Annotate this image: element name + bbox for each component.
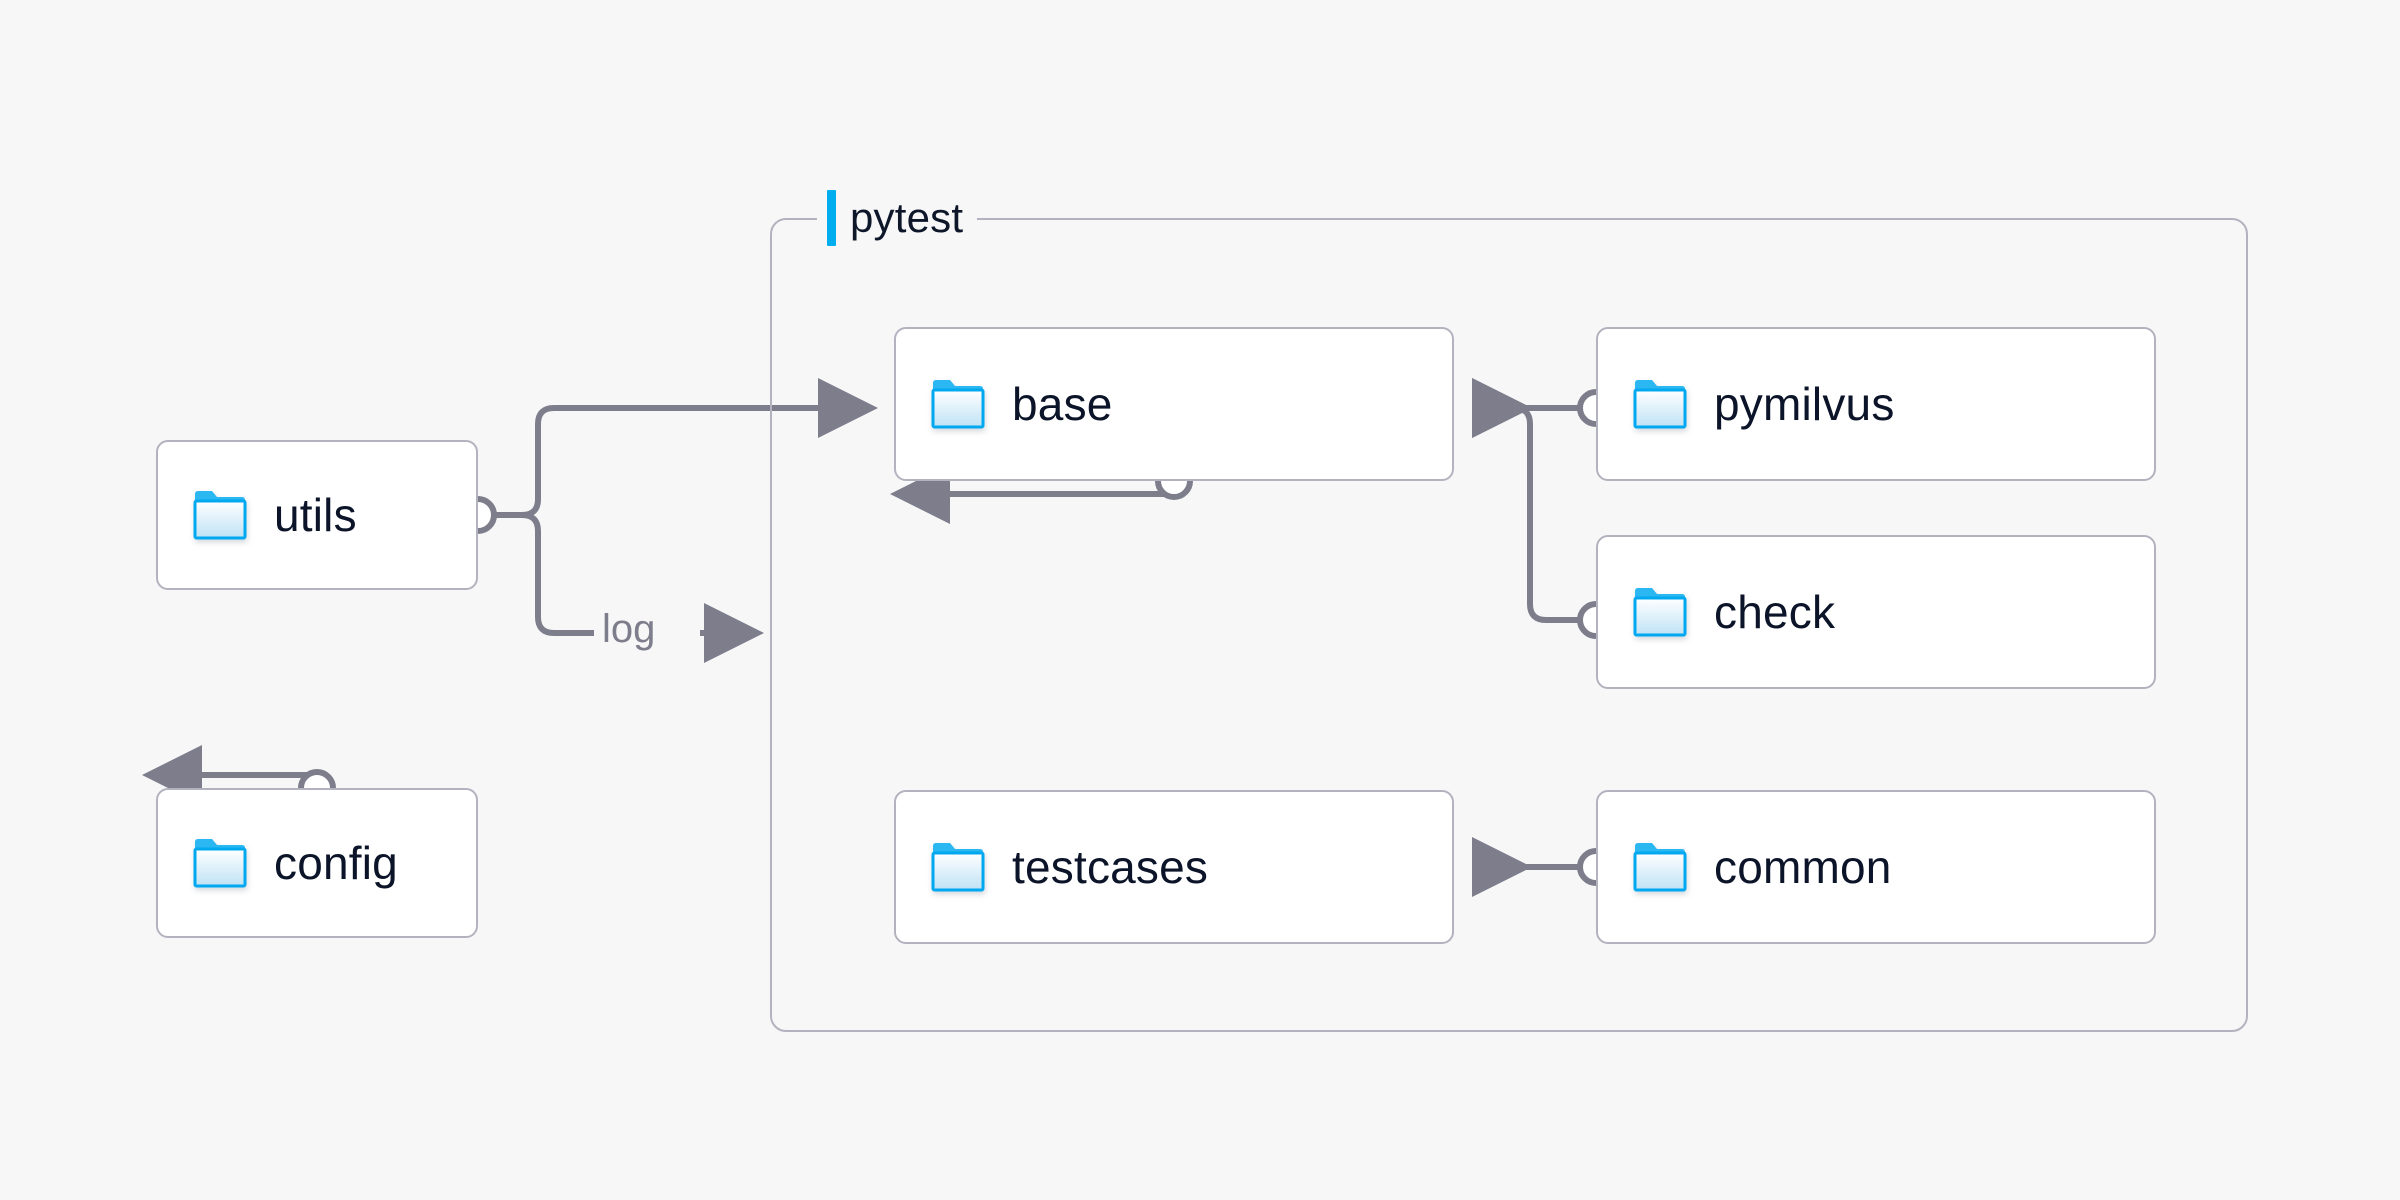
node-testcases-label: testcases (1012, 841, 1209, 893)
folder-icon (930, 841, 986, 893)
folder-icon (192, 489, 248, 541)
node-config[interactable]: config (156, 788, 478, 938)
folder-icon (1632, 378, 1688, 430)
folder-icon (1632, 586, 1688, 638)
node-check[interactable]: check (1596, 535, 2156, 689)
node-pymilvus[interactable]: pymilvus (1596, 327, 2156, 481)
node-utils[interactable]: utils (156, 440, 478, 590)
accent-bar-icon (827, 190, 836, 246)
group-pytest-label: pytest (850, 194, 964, 241)
node-base[interactable]: base (894, 327, 1454, 481)
node-base-label: base (1012, 378, 1113, 430)
folder-icon (192, 837, 248, 889)
folder-icon (1632, 841, 1688, 893)
edge-label-log: log (602, 607, 656, 651)
node-pymilvus-label: pymilvus (1714, 378, 1895, 430)
group-pytest-label-wrap: pytest (817, 189, 978, 247)
node-common[interactable]: common (1596, 790, 2156, 944)
group-pytest[interactable] (770, 218, 2248, 1032)
node-utils-label: utils (274, 489, 357, 541)
node-check-label: check (1714, 586, 1836, 638)
node-testcases[interactable]: testcases (894, 790, 1454, 944)
node-config-label: config (274, 837, 398, 889)
folder-icon (930, 378, 986, 430)
node-common-label: common (1714, 841, 1892, 893)
